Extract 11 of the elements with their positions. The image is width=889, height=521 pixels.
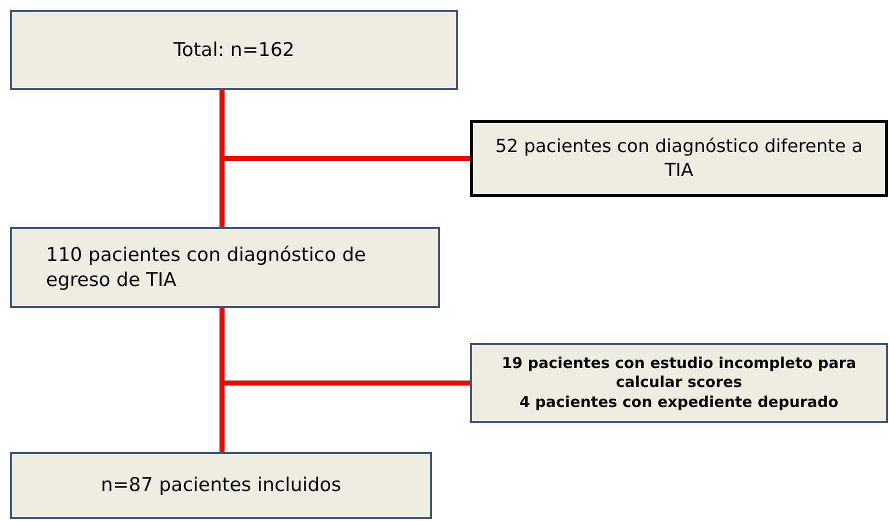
box-text: Total: n=162 bbox=[172, 38, 296, 62]
process-box bbox=[10, 227, 440, 308]
process-box bbox=[10, 10, 458, 90]
box-text: 4 pacientes con expediente depurado bbox=[518, 392, 840, 412]
process-box bbox=[470, 120, 888, 197]
process-box bbox=[10, 452, 432, 519]
process-box bbox=[470, 343, 888, 423]
box-text: 110 pacientes con diagnóstico de egreso de TIA bbox=[45, 242, 367, 292]
box-text: n=87 pacientes incluidos bbox=[100, 473, 342, 498]
box-text: 19 pacientes con estudio incompleto para calcular scores bbox=[500, 354, 858, 393]
box-text: 52 pacientes con diagnóstico diferente a TIA bbox=[494, 135, 864, 182]
